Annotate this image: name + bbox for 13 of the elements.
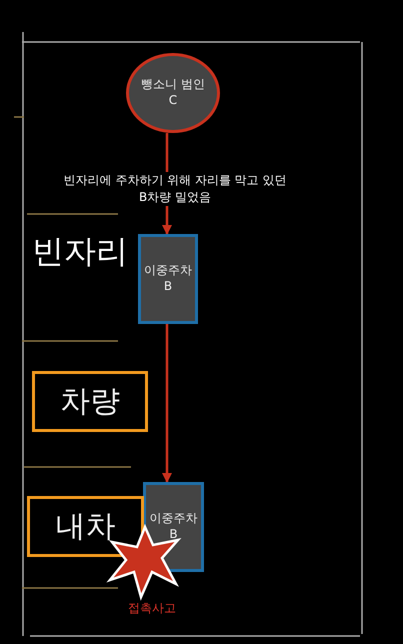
area-label: 빈자리 xyxy=(31,231,129,272)
node-text: 이중주차 xyxy=(144,263,192,279)
node-text: 뺑소니 범인 xyxy=(141,77,205,93)
node-text: 이중주차 xyxy=(150,511,198,527)
node-text: 내차 xyxy=(56,508,116,546)
node-text: 차량 xyxy=(60,383,120,421)
arrow xyxy=(162,324,172,483)
sign-box xyxy=(32,371,148,432)
car-box xyxy=(138,234,198,324)
node-text: B xyxy=(169,527,178,543)
accident-label: 접촉사고 xyxy=(127,600,177,617)
node-text: C xyxy=(168,93,178,109)
node-text: B xyxy=(164,279,172,295)
